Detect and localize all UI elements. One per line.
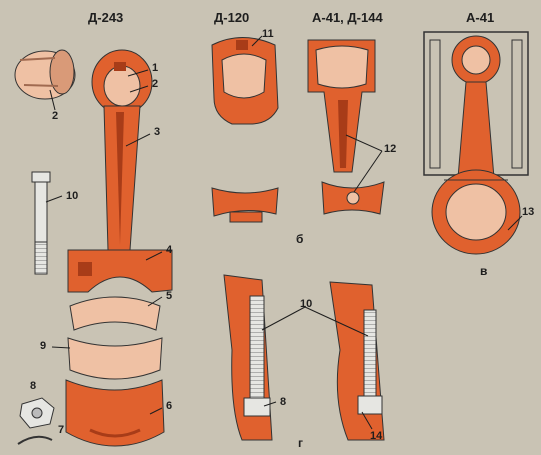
d120-parts <box>211 37 279 223</box>
d243-assembly <box>14 49 173 447</box>
header-d243: Д-243 <box>88 10 124 25</box>
nut-and-cotter-pin <box>17 397 55 445</box>
section-label-g: г <box>298 436 303 450</box>
callout-11: 11 <box>262 28 274 40</box>
section-label-b: б <box>296 232 304 246</box>
callout-13: 13 <box>522 206 535 218</box>
a41-rod-in-frame <box>423 31 529 255</box>
big-end-bearing-shells <box>67 296 163 380</box>
callout-8b: 8 <box>280 396 287 408</box>
header-a41-d144: А-41, Д-144 <box>312 10 383 25</box>
header-d120: Д-120 <box>214 10 250 25</box>
section-label-v: в <box>480 264 488 278</box>
callout-12: 12 <box>384 143 397 155</box>
a41-d144-parts <box>307 39 385 215</box>
callout-4: 4 <box>166 244 173 256</box>
big-end-cap <box>65 379 165 447</box>
callout-8: 8 <box>30 380 37 392</box>
callout-3: 3 <box>154 126 161 138</box>
callout-6: 6 <box>166 400 173 412</box>
connecting-rod-body <box>67 49 173 293</box>
connecting-rod-bolt <box>31 171 51 275</box>
callout-10b: 10 <box>300 298 313 310</box>
callout-7: 7 <box>58 424 65 436</box>
callout-5: 5 <box>166 290 173 302</box>
callout-9: 9 <box>40 340 47 352</box>
callout-2b: 2 <box>52 110 59 122</box>
callout-2: 2 <box>152 78 159 90</box>
callout-1: 1 <box>152 62 159 74</box>
header-a41: А-41 <box>466 10 495 25</box>
section-g-left <box>223 274 273 441</box>
small-end-bushing <box>14 49 76 100</box>
callout-10: 10 <box>66 190 79 202</box>
callout-14: 14 <box>370 430 383 442</box>
leader-lines <box>45 35 523 430</box>
section-g-right <box>329 281 385 441</box>
